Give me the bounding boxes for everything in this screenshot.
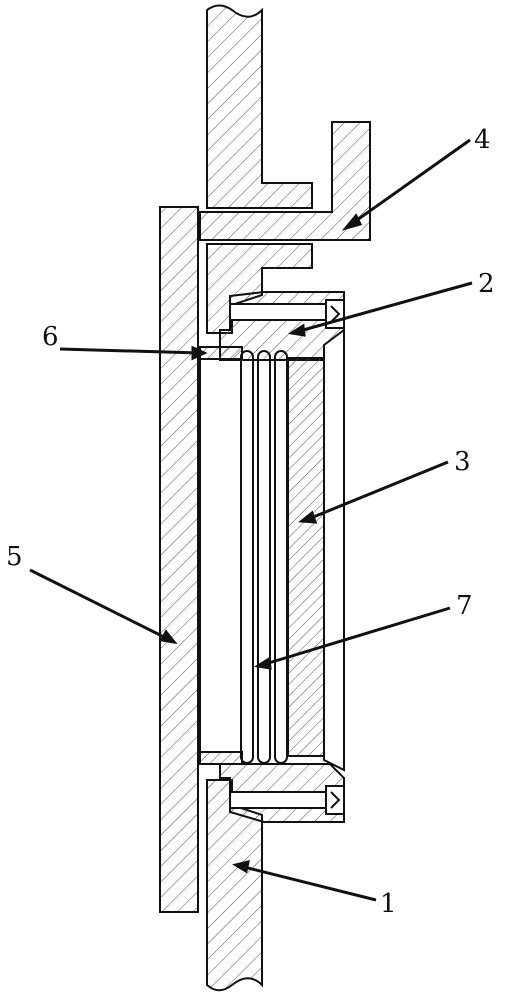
- part-7-glass-panes: [199, 350, 288, 764]
- lower-bolt-socket: [330, 791, 341, 809]
- upper-bolt-shank: [229, 303, 331, 321]
- arrow-1: [232, 859, 250, 874]
- callout-6: 6: [42, 322, 59, 352]
- wall-upper-segment: [206, 4, 313, 209]
- glass-pane-3: [274, 350, 288, 764]
- arrow-6: [191, 345, 208, 361]
- arrow-4: [341, 213, 363, 231]
- lower-bolt-head: [325, 785, 345, 815]
- leader-lines: [29, 138, 473, 902]
- leader-7: [261, 606, 451, 667]
- leader-1: [239, 864, 377, 902]
- part-3-frame: [287, 328, 345, 772]
- arrow-5: [159, 629, 178, 645]
- part-6-seal: [199, 346, 243, 765]
- part-1-wall: [206, 4, 313, 992]
- frame-outer-edge: [323, 328, 345, 772]
- lower-seal: [199, 751, 243, 765]
- callout-3: 3: [454, 447, 471, 477]
- part-4-bracket: [199, 121, 371, 241]
- leader-6: [59, 347, 201, 355]
- callout-4: 4: [474, 125, 491, 155]
- lower-bolt-shank: [229, 791, 331, 809]
- upper-bolt-socket: [330, 305, 341, 323]
- callout-7: 7: [456, 591, 473, 621]
- callout-5: 5: [6, 542, 23, 572]
- wall-lower-segment: [206, 779, 263, 992]
- callout-2: 2: [478, 269, 495, 299]
- leader-3: [305, 460, 449, 522]
- part-5-plate: [159, 206, 199, 913]
- arrow-2: [287, 323, 306, 337]
- part-2-upper-clamp: [219, 291, 345, 361]
- leader-4: [349, 138, 471, 227]
- arrow-7: [253, 656, 272, 670]
- callout-1: 1: [380, 889, 397, 919]
- arrow-3: [298, 510, 318, 524]
- glass-pane-1: [240, 350, 254, 764]
- lower-clamp: [219, 763, 345, 823]
- leader-2: [295, 281, 473, 334]
- glass-pane-2: [257, 350, 271, 764]
- callout-labels: 4 2 6 3 5 7 1: [6, 125, 495, 919]
- leader-5: [29, 568, 171, 642]
- frame-inner-column: [287, 357, 325, 757]
